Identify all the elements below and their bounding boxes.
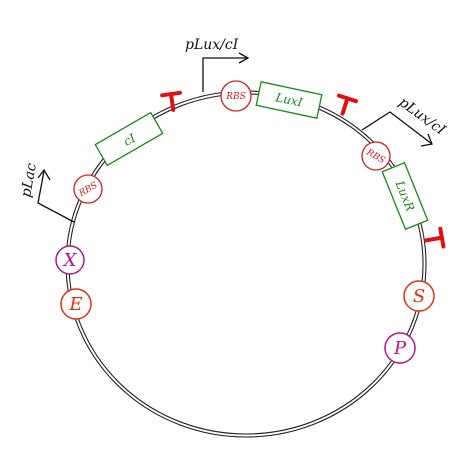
promoter-label-top: pLux/cI <box>185 37 239 53</box>
terminator-icon <box>424 226 446 249</box>
terminator-icon <box>160 90 182 112</box>
promoter-label-right: pLux/cI <box>396 94 449 139</box>
promoter-label-plac: pLac <box>18 162 40 199</box>
restriction-site-s: S <box>403 280 435 312</box>
site-label-s: S <box>413 286 425 307</box>
rbs-marker: RBS <box>220 80 252 112</box>
restriction-site-e: E <box>60 288 92 320</box>
promoter-plux-ci-top: pLux/cI <box>185 37 250 92</box>
site-label-p: P <box>393 338 407 359</box>
rbs-marker: RBS <box>73 174 103 204</box>
promoter-arrow-icon <box>202 52 250 92</box>
site-label-x: X <box>62 250 78 271</box>
promoter-arrow-icon <box>37 168 75 223</box>
promoter-plac: pLac <box>18 162 75 223</box>
rbs-marker: RBS <box>361 141 391 171</box>
rbs-label: RBS <box>225 92 246 102</box>
gene-luxI: LuxI <box>255 81 323 119</box>
restriction-site-x: X <box>55 245 85 275</box>
restriction-site-p: P <box>384 332 416 364</box>
promoter-arrow-icon <box>361 111 433 147</box>
promoter-plux-ci-right: pLux/cI <box>361 94 449 147</box>
gene-label-luxI: LuxI <box>273 90 304 110</box>
gene-cI: cI <box>94 111 164 167</box>
site-label-e: E <box>68 294 82 315</box>
gene-luxR: LuxR <box>381 161 429 231</box>
terminator-icon <box>336 93 359 116</box>
